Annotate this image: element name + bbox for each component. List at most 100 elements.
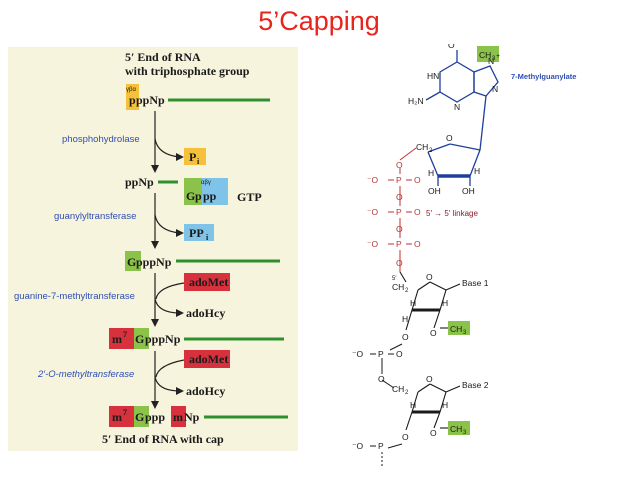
svg-text:3: 3 xyxy=(492,56,496,62)
svg-text:⁻O: ⁻O xyxy=(352,441,363,451)
svg-text:N: N xyxy=(488,56,494,66)
gtp-pp: pp xyxy=(203,189,217,203)
svg-text:O: O xyxy=(396,349,403,359)
enzyme-2-o-methyltransferase: 2′-O-methyltransferase xyxy=(37,369,134,380)
svg-text:H: H xyxy=(428,168,434,178)
step5-m: m xyxy=(112,410,122,424)
svg-text:N: N xyxy=(454,102,460,112)
svg-text:O: O xyxy=(396,192,403,202)
step1-rest: ppNp xyxy=(136,93,165,107)
product-pi: P xyxy=(189,150,196,164)
svg-text:3: 3 xyxy=(463,430,467,436)
svg-text:O: O xyxy=(430,428,437,438)
ch3-highlight-base2 xyxy=(448,421,470,435)
svg-text:N: N xyxy=(492,84,498,94)
svg-text:CH: CH xyxy=(450,324,462,334)
adomet-highlight-2 xyxy=(184,350,230,368)
svg-text:⁻O: ⁻O xyxy=(367,175,378,185)
svg-text:O: O xyxy=(448,44,455,50)
svg-text:H: H xyxy=(474,166,480,176)
svg-text:H: H xyxy=(442,400,448,410)
cap-ribose-ring xyxy=(427,143,481,186)
2-o-methyl-highlight xyxy=(171,406,186,427)
svg-text:⁻O: ⁻O xyxy=(367,207,378,217)
step5-ppp: ppp xyxy=(145,410,165,424)
ch3-highlight-guanine xyxy=(477,46,499,62)
footer-label: 5′ End of RNA with cap xyxy=(102,432,224,446)
svg-text:P: P xyxy=(378,349,384,359)
capping-pathway-diagram: 5′ End of RNA with triphosphate group γβ… xyxy=(14,50,288,446)
svg-text:CH: CH xyxy=(416,142,428,152)
m7-highlight-1 xyxy=(109,328,134,349)
gtp-greek: αβγ xyxy=(201,180,211,186)
enzyme-phosphohydrolase: phosphohydrolase xyxy=(62,134,140,145)
svg-text:i: i xyxy=(197,157,200,166)
svg-text:P: P xyxy=(396,207,402,217)
gtp-label: GTP xyxy=(237,190,262,204)
svg-text:O: O xyxy=(446,133,453,143)
guanine-highlight-1 xyxy=(125,251,141,271)
svg-text:CH: CH xyxy=(392,282,404,292)
svg-text:P: P xyxy=(396,175,402,185)
svg-text:H: H xyxy=(442,298,448,308)
gtp-g-highlight xyxy=(184,178,202,205)
adohcy-1: adoHcy xyxy=(186,306,225,320)
svg-text:O: O xyxy=(414,207,421,217)
svg-text:O: O xyxy=(426,272,433,282)
svg-text:O: O xyxy=(402,432,409,442)
svg-text:p: p xyxy=(195,189,202,203)
nucleotide-2-ribose xyxy=(405,383,461,431)
nucleotide-1-ribose xyxy=(399,271,461,331)
svg-text:O: O xyxy=(426,374,433,384)
svg-text:7: 7 xyxy=(123,408,127,417)
label-7-methylguanylate: 7-Methylguanylate xyxy=(511,72,576,81)
ppi-highlight xyxy=(184,224,214,241)
header-line1: 5′ End of RNA xyxy=(125,50,201,64)
base-2-label: Base 2 xyxy=(462,380,489,390)
cap-structure-diagram: CH 3 O HN H₂N N + N N 7-Methylguanylate … xyxy=(352,44,576,468)
svg-text:O: O xyxy=(378,374,385,384)
triphosphate-highlight xyxy=(126,84,139,110)
guanine-highlight-3 xyxy=(134,406,149,427)
step1-greek: γβα xyxy=(126,87,136,93)
svg-text:+: + xyxy=(496,53,500,60)
step2-ppnp: ppNp xyxy=(125,175,154,189)
step4-rest: pppNp xyxy=(145,332,181,346)
svg-text:3: 3 xyxy=(463,330,467,336)
svg-text:O: O xyxy=(396,258,403,268)
svg-text:2: 2 xyxy=(405,390,409,396)
svg-text:7: 7 xyxy=(123,330,127,339)
svg-text:⁻O: ⁻O xyxy=(352,349,363,359)
linkage-label: 5′ → 5′ linkage xyxy=(426,209,478,218)
m7-highlight-2 xyxy=(109,406,134,427)
svg-text:P: P xyxy=(378,441,384,451)
svg-text:O: O xyxy=(414,239,421,249)
svg-text:5′: 5′ xyxy=(392,276,397,282)
svg-text:O: O xyxy=(414,175,421,185)
svg-text:⁻O: ⁻O xyxy=(367,239,378,249)
gtp-g: G xyxy=(186,189,195,203)
svg-text:H: H xyxy=(402,314,408,324)
capping-pathway-panel: 5′ End of RNA with triphosphate group γβ… xyxy=(8,47,298,451)
enzyme-guanine-7-methyltransferase: guanine-7-methyltransferase xyxy=(14,291,135,302)
svg-text:2: 2 xyxy=(405,288,409,294)
adomet-1: adoMet xyxy=(189,275,228,289)
step5-g: G xyxy=(135,410,144,424)
guanine-highlight-2 xyxy=(134,328,149,349)
step5-m2: m xyxy=(173,410,183,424)
header-line2: with triphosphate group xyxy=(125,64,250,78)
svg-text:OH: OH xyxy=(428,186,441,196)
svg-text:CH: CH xyxy=(479,50,491,60)
svg-text:i: i xyxy=(206,233,209,242)
svg-text:HN: HN xyxy=(427,71,439,81)
triphosphate-bridge xyxy=(388,147,417,272)
adohcy-2: adoHcy xyxy=(186,384,225,398)
svg-text:P: P xyxy=(396,239,402,249)
svg-text:O: O xyxy=(402,332,409,342)
step3-rest: pppNp xyxy=(136,255,172,269)
svg-text:O: O xyxy=(396,160,403,170)
svg-text:O: O xyxy=(430,328,437,338)
ch3-highlight-base1 xyxy=(448,321,470,335)
adomet-highlight-1 xyxy=(184,273,230,291)
base-1-label: Base 1 xyxy=(462,278,489,288)
